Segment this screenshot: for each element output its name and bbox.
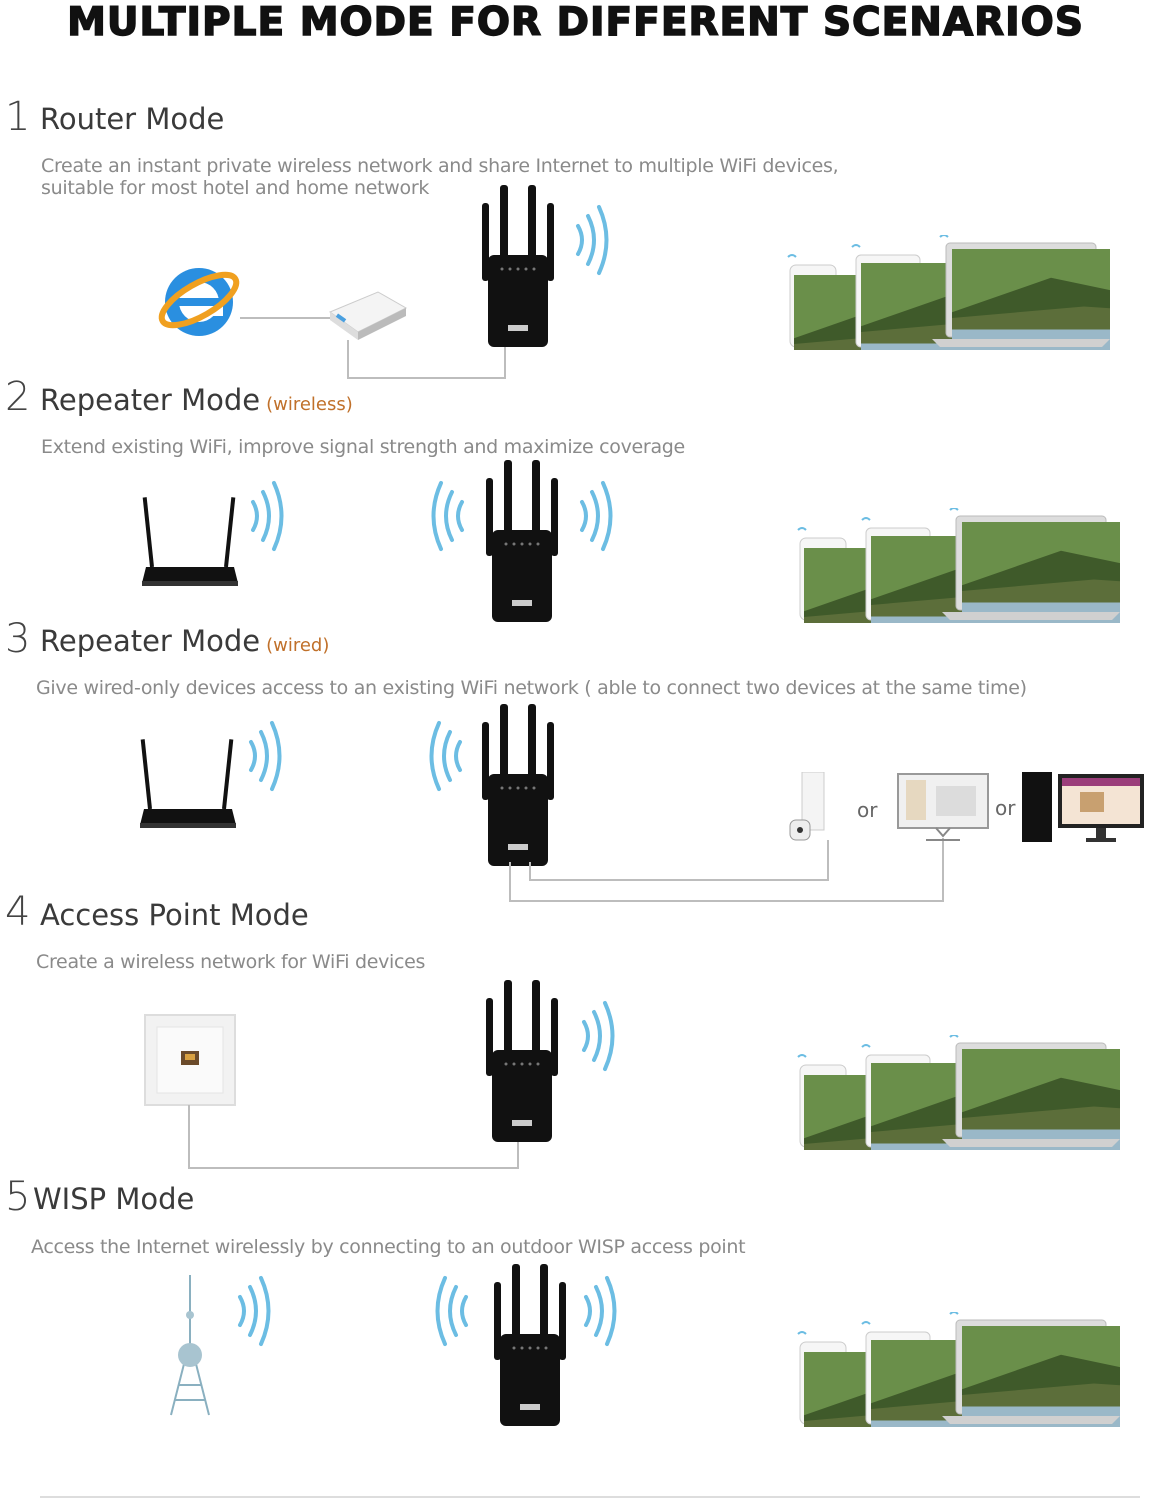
mode-tag: (wireless)	[266, 394, 353, 415]
connector-line	[827, 840, 829, 881]
wifi-signal-icon	[424, 720, 466, 792]
mode-title: WISP Mode	[33, 1181, 194, 1217]
connector-line	[942, 838, 944, 902]
wifi-devices-icon	[790, 1035, 1120, 1150]
mode-name: Router Mode	[40, 102, 225, 136]
wifi-devices-icon	[790, 1312, 1120, 1427]
mode-name: WISP Mode	[33, 1182, 195, 1216]
mode-description: Create an instant private wireless netwo…	[41, 155, 839, 177]
mode-number: 1	[5, 94, 31, 140]
wifi-extender-icon	[490, 1264, 570, 1426]
connector-line	[529, 879, 829, 881]
internet-explorer-icon	[155, 256, 243, 344]
bottom-divider	[40, 1496, 1140, 1498]
mode-name: Access Point Mode	[40, 898, 309, 932]
connector-line	[347, 377, 506, 379]
mode-number: 2	[5, 374, 31, 420]
connector-line	[529, 862, 531, 881]
connector-line	[504, 340, 506, 379]
wifi-extender-icon	[482, 980, 562, 1142]
mode-title: Repeater Mode(wired)	[40, 623, 329, 664]
mode-name: Repeater Mode	[40, 383, 261, 417]
desktop-pc-icon	[1020, 770, 1146, 844]
wifi-signal-icon	[580, 1275, 622, 1347]
connector-line	[509, 862, 511, 902]
wifi-signal-icon	[576, 480, 618, 552]
modem-icon	[328, 286, 408, 344]
mode-description: Create a wireless network for WiFi devic…	[36, 951, 426, 973]
or-label: or	[995, 796, 1016, 820]
mode-description: Access the Internet wirelessly by connec…	[31, 1236, 746, 1258]
connector-line	[188, 1167, 519, 1169]
mode-tag: (wired)	[266, 635, 330, 656]
mode-name: Repeater Mode	[40, 624, 261, 658]
mode-title: Repeater Mode(wireless)	[40, 382, 353, 423]
connector-line	[347, 340, 349, 379]
page-title: MULTIPLE MODE FOR DIFFERENT SCENARIOS	[66, 0, 1084, 46]
mode-description: suitable for most hotel and home network	[41, 177, 430, 199]
connector-line	[517, 1138, 519, 1169]
mode-title: Access Point Mode	[40, 897, 309, 933]
connector-line	[240, 317, 332, 319]
wifi-extender-icon	[478, 704, 558, 866]
wisp-tower-icon	[165, 1275, 215, 1420]
mode-number: 5	[5, 1174, 31, 1220]
router-icon	[140, 737, 236, 832]
smart-tv-icon	[896, 772, 990, 844]
mode-description: Extend existing WiFi, improve signal str…	[41, 436, 685, 458]
wifi-signal-icon	[234, 1275, 276, 1347]
wifi-extender-icon	[482, 460, 562, 622]
wifi-signal-icon	[426, 480, 468, 552]
game-console-icon	[788, 772, 832, 842]
wifi-signal-icon	[247, 480, 289, 552]
wifi-signal-icon	[578, 1000, 620, 1072]
mode-number: 4	[5, 889, 31, 935]
router-icon	[142, 495, 238, 590]
wifi-signal-icon	[572, 203, 614, 277]
mode-number: 3	[5, 616, 31, 662]
mode-title: Router Mode	[40, 101, 224, 137]
wifi-devices-icon	[790, 508, 1120, 623]
wifi-extender-icon	[478, 185, 558, 347]
connector-line	[509, 900, 944, 902]
or-label: or	[857, 798, 878, 822]
wifi-signal-icon	[430, 1275, 472, 1347]
wifi-devices-icon	[780, 235, 1110, 350]
mode-description: Give wired-only devices access to an exi…	[36, 677, 1027, 699]
connector-line	[188, 1105, 190, 1169]
wifi-signal-icon	[245, 720, 287, 792]
ethernet-wall-socket-icon	[143, 1013, 237, 1107]
